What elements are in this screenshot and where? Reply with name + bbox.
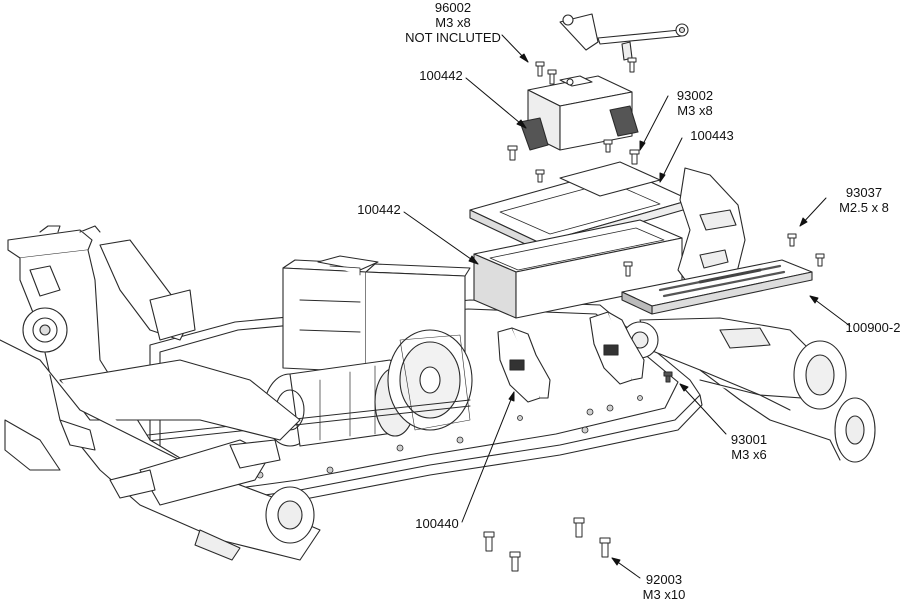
front-suspension <box>621 317 876 463</box>
receiver-box <box>473 219 683 319</box>
callout-100442-top: 100442 <box>412 68 470 83</box>
callout-93037: 93037 M2.5 x 8 <box>828 185 900 215</box>
arrowhead-92003 <box>611 557 621 566</box>
arrowhead-96002 <box>519 53 529 63</box>
arrowhead-93002 <box>639 140 646 151</box>
leader-93001 <box>679 383 727 435</box>
part-number: 93002 <box>676 88 714 103</box>
callout-100900-2: 100900-2 <box>840 320 906 335</box>
arrowhead-100900-2 <box>809 295 819 304</box>
callout-96002: 96002 M3 x8 NOT INCLUTED <box>400 0 506 45</box>
callout-100440: 100440 <box>408 516 466 531</box>
arrowhead-100442-mid <box>468 255 479 265</box>
note: NOT INCLUTED <box>405 30 501 45</box>
screw-size: M3 x8 <box>435 15 471 30</box>
screw-size: M2.5 x 8 <box>839 200 889 215</box>
callout-93001: 93001 M3 x6 <box>722 432 776 462</box>
part-number: 100440 <box>415 516 459 531</box>
part-number: 100442 <box>357 202 401 217</box>
callout-100442-mid: 100442 <box>350 202 408 217</box>
part-number: 93037 <box>845 185 883 200</box>
part-number: 100900-2 <box>845 320 901 335</box>
servo <box>519 75 639 151</box>
arrowhead-100442-top <box>516 119 527 129</box>
leader-100440 <box>461 391 515 523</box>
part-number: 92003 <box>645 572 683 587</box>
arrowhead-100440 <box>508 391 515 402</box>
callout-92003: 92003 M3 x10 <box>636 572 692 602</box>
leader-lines <box>403 34 851 579</box>
part-number: 96002 <box>434 0 472 15</box>
screw-size: M3 x10 <box>642 587 686 602</box>
gearbox <box>387 329 473 431</box>
front-shock-tower <box>677 167 746 301</box>
arrowhead-100443 <box>659 172 666 183</box>
screw-size: M3 x6 <box>731 447 767 462</box>
leader-100442-top <box>465 77 527 129</box>
screws <box>483 57 825 572</box>
callout-93002: 93002 M3 x8 <box>670 88 720 118</box>
leader-93002 <box>639 95 669 151</box>
part-number: 100442 <box>419 68 463 83</box>
arrowhead-93037 <box>799 217 808 227</box>
screw-size: M3 x8 <box>677 103 713 118</box>
arrowhead-93001 <box>679 383 689 392</box>
bulkhead-blocks <box>497 311 645 403</box>
part-number: 93001 <box>730 432 768 447</box>
leader-100442-mid <box>403 211 479 265</box>
rear-suspension <box>0 225 321 561</box>
part-number: 100443 <box>690 128 734 143</box>
callout-100443: 100443 <box>682 128 742 143</box>
servo-linkage <box>559 13 689 61</box>
front-plate <box>621 259 813 315</box>
